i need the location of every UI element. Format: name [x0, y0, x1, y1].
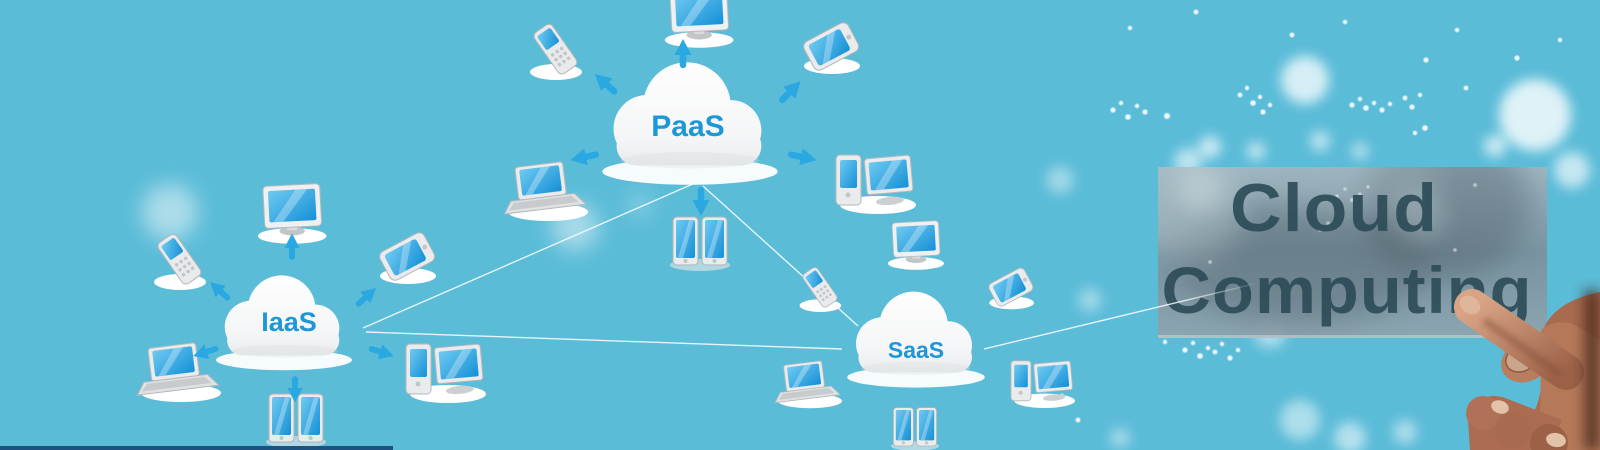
desktop-tower-icon: [1010, 360, 1076, 409]
fingertip: [1459, 295, 1481, 315]
line-iaas-paas: [362, 182, 696, 329]
saas-cloud: SaaS: [847, 291, 985, 388]
panel-title-line1: Cloud: [1230, 170, 1438, 246]
monitor-icon: [887, 220, 945, 271]
desktop-tower-icon: [405, 343, 487, 404]
line-iaas-saas: [365, 331, 843, 350]
iaas-cloud: IaaS: [216, 275, 352, 371]
saas-label: SaaS: [888, 337, 944, 363]
paas-cloud: PaaS: [602, 62, 778, 185]
iaas-label: IaaS: [261, 307, 317, 337]
monitor-icon: [664, 0, 734, 49]
line-saas-panel: [983, 281, 1263, 350]
panel-bottom-edge: [1158, 335, 1547, 338]
paas-label: PaaS: [651, 110, 724, 143]
bottom-bar: [0, 446, 393, 450]
pointing-hand-image: [1454, 289, 1600, 450]
desktop-tower-icon: [835, 154, 917, 215]
